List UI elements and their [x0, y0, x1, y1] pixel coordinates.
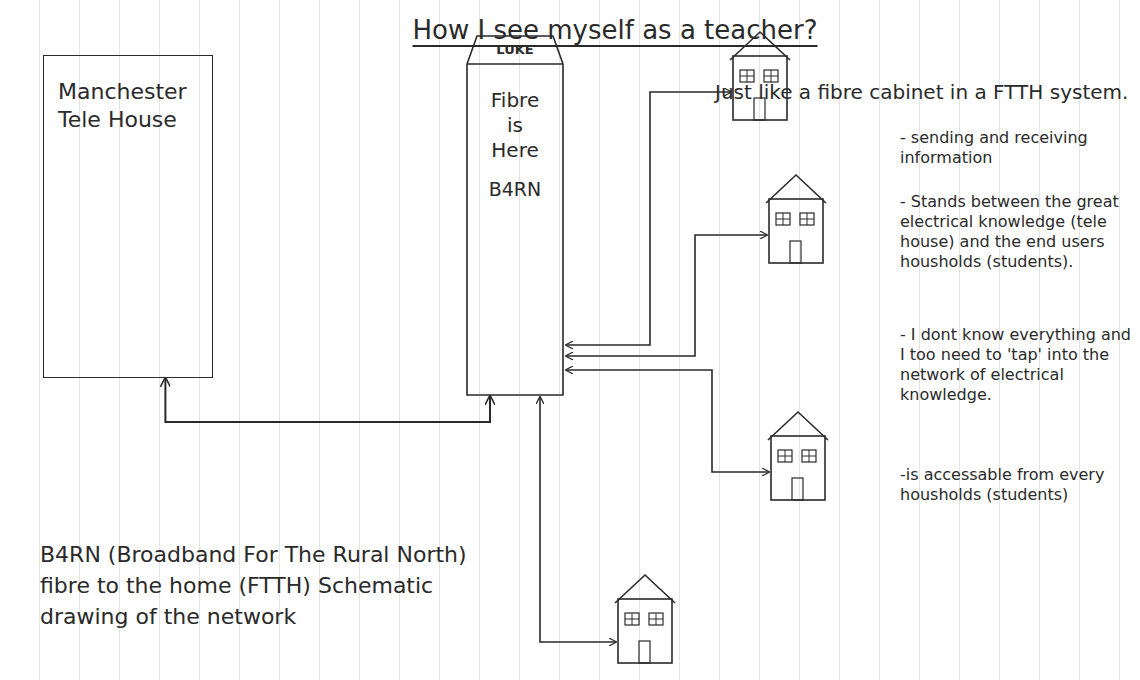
bullet-note: -is accessable from every housholds (stu…: [900, 465, 1135, 505]
node-label: B4RN: [475, 178, 555, 202]
subtitle-note: Just like a fibre cabinet in a FTTH syst…: [715, 80, 1135, 105]
house-icon: [730, 32, 790, 120]
house-icon: [615, 575, 675, 663]
diagram-title: How I see myself as a teacher?: [0, 14, 1140, 47]
fibre-connector: [165, 378, 490, 422]
telehouse-box: Manchester Tele House: [43, 55, 213, 378]
bullet-note: - Stands between the great electrical kn…: [900, 192, 1135, 272]
bullet-note: - sending and receiving information: [900, 128, 1135, 168]
fibre-link: [566, 235, 767, 356]
node-label: Fibre is Here: [483, 88, 547, 163]
bullet-note: - I dont know everything and I too need …: [900, 325, 1135, 405]
caption-note: B4RN (Broadband For The Rural North) fib…: [40, 540, 510, 632]
house-icon: [766, 175, 826, 263]
house-icon: [768, 412, 828, 500]
fibre-link: [566, 370, 769, 472]
fibre-cabinet: LUKE Fibre is HereB4RN: [465, 26, 565, 396]
fibre-link: [566, 92, 731, 345]
cabinet-outline: [465, 26, 565, 396]
fibre-link: [540, 397, 616, 642]
node-label: Manchester Tele House: [58, 78, 208, 133]
cabinet-name: LUKE: [485, 42, 545, 58]
